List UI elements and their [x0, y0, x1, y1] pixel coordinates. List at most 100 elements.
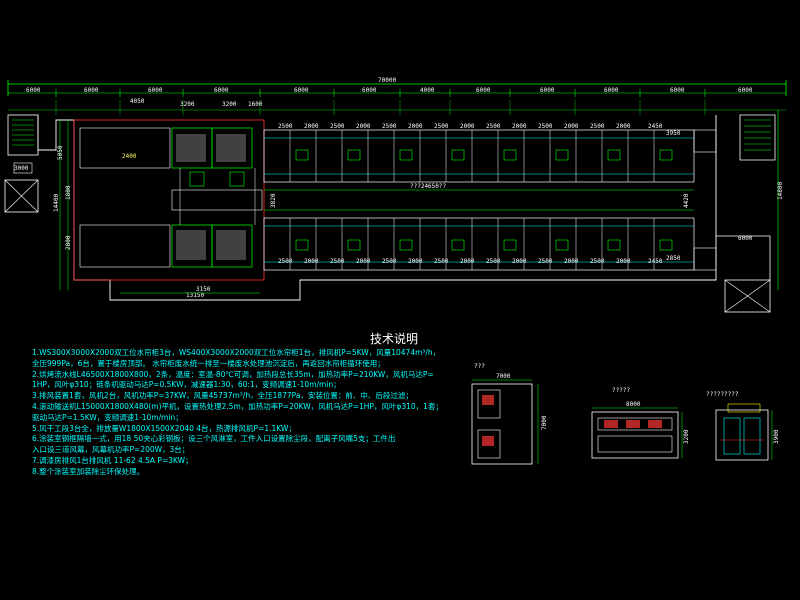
room-dim-5: 2000 [408, 123, 423, 130]
technical-notes-title: 技术说明 [370, 332, 419, 346]
right-dim-14800: 14800 [777, 182, 784, 200]
seg-label-6: 4000 [420, 87, 435, 94]
room-dim-2: 2500 [330, 123, 345, 130]
sub-dim-3200b: 3200 [222, 101, 237, 108]
room-dim-lower-5: 2000 [408, 258, 423, 265]
left-stair-block: 3000 [4, 114, 39, 213]
side-view-1-width: 7000 [496, 373, 511, 380]
seg-label-5: 6000 [362, 87, 377, 94]
room-dim-13: 2000 [616, 123, 631, 130]
center-corridor: ???24650?? 4420 3820 [264, 183, 694, 211]
side-view-2-title: ????? [612, 387, 630, 394]
note-line-9: 6.涂装室钢框隔墙一式，用18 50夹心彩钢板；设三个风淋室，工件入口设置除尘段… [32, 434, 396, 444]
room-dim-lower-9: 2000 [512, 258, 527, 265]
left-dim-2800: 2800 [65, 235, 72, 250]
main-building-outline: 14800 6000 [37, 110, 784, 313]
side-view-3-title: ????????? [706, 391, 739, 398]
note-line-1: 1.WS300X3000X2000双工位水帘柜3台，WS400X3000X200… [32, 348, 441, 357]
room-dim-11: 2000 [564, 123, 579, 130]
booth-dim-3150: 3150 [196, 286, 211, 293]
side-view-1: ??? 7000 7000 [471, 363, 548, 465]
corridor-dim-3820: 3820 [270, 193, 277, 208]
seg-label-9: 6000 [604, 87, 619, 94]
note-line-11: 7.调漆房排风1台排风机 11-62 4.5A P=3KW； [32, 455, 193, 465]
room-dim-lower-11: 2000 [564, 258, 579, 265]
sub-dim-3200: 3200 [180, 101, 195, 108]
side-view-2: ????? 8000 3200 [591, 387, 690, 459]
room-dim-lower-4: 2500 [382, 258, 397, 265]
room-dim-lower-13: 2000 [616, 258, 631, 265]
building-grid [8, 100, 786, 115]
left-dim-5050: 5050 [57, 145, 64, 160]
oven-line-upper [263, 129, 695, 183]
seg-label-1: 6000 [84, 87, 99, 94]
side-view-2-height: 3200 [683, 429, 690, 444]
room-dim-lower-6: 2500 [434, 258, 449, 265]
segment-labels: 6000 6000 6000 6000 6000 6000 4000 6000 … [26, 87, 753, 94]
room-dim-0: 2500 [278, 123, 293, 130]
booth-dim-2400: 2400 [122, 153, 137, 160]
note-line-2: 全压999Pa，6台，置于楼房顶部。 水帘柜废水统一排至一楼废水处理池沉淀后，再… [32, 358, 385, 368]
oven-line-lower [263, 217, 695, 271]
oven-room-dividers [289, 130, 655, 270]
left-vertical-dims: 5050 14400 1800 2800 [53, 120, 72, 290]
right-end-rooms: 3950 2850 [666, 129, 717, 271]
room-dim-6: 2500 [434, 123, 449, 130]
room-dim-lower-7: 2000 [460, 258, 475, 265]
room-dim-12: 2500 [590, 123, 605, 130]
left-dim-3000: 3000 [14, 165, 29, 172]
room-dim-3: 2000 [356, 123, 371, 130]
booth-dim-13150: 13150 [186, 292, 204, 299]
room-dim-4: 2500 [382, 123, 397, 130]
room-dim-9: 2000 [512, 123, 527, 130]
note-line-4: 1HP，风叶φ310；链条机驱动马达P=0.5KW，减速器1:30，60:1，变… [32, 380, 341, 390]
room-dim-lower-10: 2500 [538, 258, 553, 265]
room-dim-lower-8: 2500 [486, 258, 501, 265]
side-view-3: ????????? 3900 [706, 391, 780, 461]
right-room-dim-bottom: 2850 [666, 255, 681, 262]
seg-label-10: 6000 [670, 87, 685, 94]
room-dim-10: 2500 [538, 123, 553, 130]
segment-dimensions [8, 89, 786, 97]
center-length-label: ???24650?? [410, 183, 447, 190]
room-dim-lower-1: 2000 [304, 258, 319, 265]
seg-label-2: 6000 [148, 87, 163, 94]
seg-label-8: 6000 [540, 87, 555, 94]
corridor-dim-4420: 4420 [683, 193, 690, 208]
seg-label-7: 6000 [476, 87, 491, 94]
seg-label-3: 6000 [214, 87, 229, 94]
room-dim-14: 2450 [648, 123, 663, 130]
right-room-dim-top: 3950 [666, 130, 681, 137]
room-dim-8: 2500 [486, 123, 501, 130]
note-line-7: 驱动马达P=1.5KW，变频调速1-10m/min； [32, 412, 183, 422]
room-dim-7: 2000 [460, 123, 475, 130]
technical-notes: 1.WS300X3000X2000双工位水帘柜3台，WS400X3000X200… [32, 348, 443, 478]
seg-label-4: 6000 [294, 87, 309, 94]
note-line-8: 5.风干工段3台全，排放量W1800X1500X2040 4台，热源排风机P=1… [32, 423, 296, 433]
overall-dimension: 70000 [7, 77, 787, 96]
left-dim-14400: 14400 [53, 194, 60, 212]
room-dim-lower-3: 2000 [356, 258, 371, 265]
side-view-1-title: ??? [474, 363, 485, 370]
left-dim-1800: 1800 [65, 185, 72, 200]
note-line-3: 2.烘烤流水线L46500X1800X800，2条，温度：室温-80℃可调，加热… [32, 369, 434, 379]
side-view-3-height: 3900 [773, 429, 780, 444]
oven-room-dims-upper: 2500 2000 2500 2000 2500 2000 2500 2000 … [278, 123, 663, 130]
room-dim-lower-12: 2500 [590, 258, 605, 265]
note-line-5: 3.排风装置1套，风机2台，风机功率P=37KW，风量45737m³/h，全压1… [32, 391, 413, 401]
overall-width-label: 70000 [378, 77, 396, 84]
room-dim-1: 2000 [304, 123, 319, 130]
side-view-1-height: 7000 [541, 415, 548, 430]
side-view-2-width: 8000 [626, 401, 641, 408]
right-dim-6000: 6000 [738, 235, 753, 242]
room-dim-lower-2: 2500 [330, 258, 345, 265]
sub-dim-1600: 1600 [248, 101, 263, 108]
oven-heaters [295, 149, 673, 251]
sub-dim-4050: 4050 [130, 98, 145, 105]
seg-label-0: 6000 [26, 87, 41, 94]
oven-room-dims-lower: 2500 2000 2500 2000 2500 2000 2500 2000 … [278, 258, 663, 265]
paint-booth-area: 2400 3200 4050 3200 1600 3150 13150 [73, 98, 265, 299]
note-line-6: 4.滚动输送机L15000X1800X480(m)平机，设置热处理2.5m，加热… [32, 401, 443, 411]
room-dim-lower-14: 2450 [648, 258, 663, 265]
